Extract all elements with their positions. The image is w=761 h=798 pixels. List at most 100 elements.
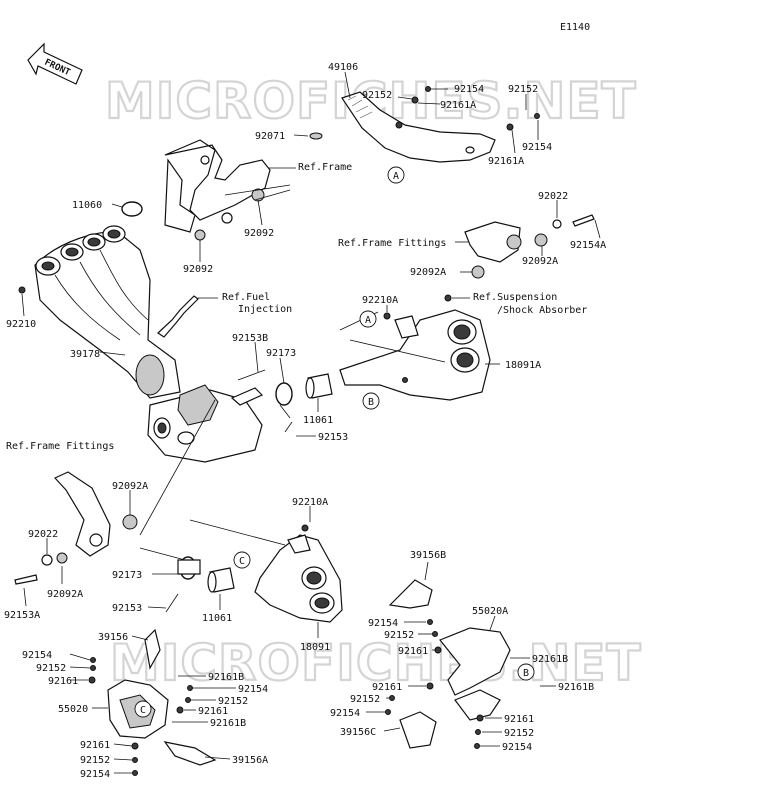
label-92161: 92161 <box>504 714 534 725</box>
svg-text:A: A <box>365 315 371 326</box>
washer-92092a-small <box>444 294 452 302</box>
collar-92092a-right <box>534 233 548 247</box>
label-ref-suspension: Ref.Suspension <box>473 292 557 303</box>
callout-b-lower: B <box>517 663 535 681</box>
label-18091: 18091 <box>300 642 330 653</box>
label-ref-fuel: Ref.Fuel <box>222 292 270 303</box>
label-11060: 11060 <box>72 200 102 211</box>
collar-92092a-left-lower <box>56 552 68 564</box>
bolt-92154 <box>425 86 431 92</box>
label-ref-frame: Ref.Frame <box>298 162 352 173</box>
label-92154: 92154 <box>22 650 52 661</box>
catalyzer-box <box>147 384 264 463</box>
grommet-92071 <box>309 132 323 140</box>
label-92161b: 92161B <box>210 718 246 729</box>
label-shock-absorber: /Shock Absorber <box>497 305 587 316</box>
label-55020a: 55020A <box>472 606 508 617</box>
label-92161b: 92161B <box>208 672 244 683</box>
label-92154: 92154 <box>238 684 268 695</box>
label-92152: 92152 <box>362 90 392 101</box>
collar-92092 <box>194 229 206 241</box>
label-92022: 92022 <box>538 191 568 202</box>
label-92092: 92092 <box>244 228 274 239</box>
label-55020: 55020 <box>58 704 88 715</box>
label-92092: 92092 <box>183 264 213 275</box>
gasket-11060 <box>121 201 143 217</box>
shield-55020a <box>439 627 511 721</box>
label-39156: 39156 <box>98 632 128 643</box>
label-92092a: 92092A <box>410 267 446 278</box>
label-92161b: 92161B <box>532 654 568 665</box>
clamp-92173-lower <box>177 556 201 580</box>
label-92092a: 92092A <box>112 481 148 492</box>
label-92154: 92154 <box>522 142 552 153</box>
label-49106: 49106 <box>328 62 358 73</box>
callout-a-mid: A <box>359 310 377 328</box>
washer-92152 <box>411 96 419 104</box>
label-92071: 92071 <box>255 131 285 142</box>
bolt-92153b <box>237 369 266 381</box>
svg-text:C: C <box>239 556 245 567</box>
hardware-lower-left <box>88 657 193 776</box>
nut-92210 <box>18 286 26 294</box>
frame-fitting-right <box>383 214 595 320</box>
label-92152: 92152 <box>218 696 248 707</box>
callout-a-top: A <box>387 166 405 184</box>
nut-92210a-lower <box>301 524 309 532</box>
heat-shield-49106 <box>341 91 496 163</box>
label-92154: 92154 <box>80 769 110 780</box>
cover-39156 <box>144 628 161 670</box>
cover-39156c <box>399 711 437 749</box>
label-92210a: 92210A <box>362 295 398 306</box>
label-92210: 92210 <box>6 319 36 330</box>
label-92153b: 92153B <box>232 333 268 344</box>
label-92092a: 92092A <box>47 589 83 600</box>
nut-92161a <box>506 123 514 131</box>
label-92161: 92161 <box>80 740 110 751</box>
label-92152: 92152 <box>80 755 110 766</box>
washer-92022-left <box>41 554 53 566</box>
label-ref-frame-fittings: Ref.Frame Fittings <box>6 441 114 452</box>
label-39156c: 39156C <box>340 727 376 738</box>
label-92173: 92173 <box>266 348 296 359</box>
label-92092a: 92092A <box>522 256 558 267</box>
label-92161: 92161 <box>198 706 228 717</box>
nut-92210a-upper <box>383 312 391 320</box>
part-labels: 49106 92152 92154 92161A 92152 92154 921… <box>4 62 606 780</box>
label-92154: 92154 <box>502 742 532 753</box>
svg-text:C: C <box>140 705 146 716</box>
label-92154: 92154 <box>368 618 398 629</box>
label-92154: 92154 <box>330 708 360 719</box>
footrest-bracket-left <box>14 471 138 585</box>
washer-92152-right <box>534 113 540 119</box>
label-92022: 92022 <box>28 529 58 540</box>
watermark-bottom: MICROFICHES.NET <box>110 634 642 692</box>
label-11061: 11061 <box>303 415 333 426</box>
svg-text:B: B <box>368 397 374 408</box>
muffler-18091 <box>254 534 343 623</box>
label-18091a: 18091A <box>505 360 541 371</box>
label-92161a: 92161A <box>488 156 524 167</box>
label-ref-frame-fittings: Ref.Frame Fittings <box>338 238 446 249</box>
label-39156a: 39156A <box>232 755 268 766</box>
label-39178: 39178 <box>70 349 100 360</box>
leader-lines <box>21 71 601 774</box>
label-92153: 92153 <box>318 432 348 443</box>
collar-11061-lower <box>207 567 235 593</box>
label-92152: 92152 <box>384 630 414 641</box>
label-92173: 92173 <box>112 570 142 581</box>
label-92210a: 92210A <box>292 497 328 508</box>
label-92153: 92153 <box>112 603 142 614</box>
label-92152: 92152 <box>504 728 534 739</box>
front-arrow-icon: FRONT <box>27 42 83 85</box>
collar-92092a-mid <box>471 265 485 279</box>
label-92154: 92154 <box>454 84 484 95</box>
diagram-code: E1140 <box>560 22 590 33</box>
label-39156b: 39156B <box>410 550 446 561</box>
label-92152: 92152 <box>350 694 380 705</box>
bolt-92153-upper <box>284 421 293 433</box>
label-92161: 92161 <box>372 682 402 693</box>
collar-11061-upper <box>305 373 333 399</box>
label-92152: 92152 <box>508 84 538 95</box>
label-92154a: 92154A <box>570 240 606 251</box>
